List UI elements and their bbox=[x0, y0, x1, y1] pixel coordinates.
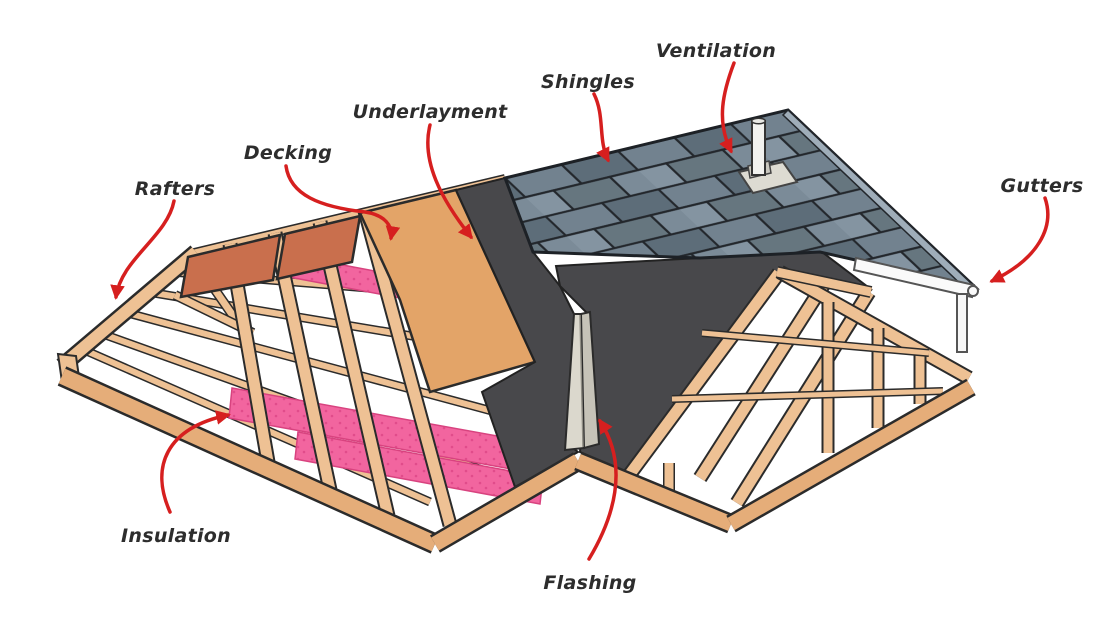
arrow-gutters bbox=[989, 196, 1050, 283]
rafters-framing bbox=[56, 174, 506, 527]
arrow-shingles bbox=[592, 92, 610, 163]
arrow-insulation bbox=[160, 410, 231, 514]
label-rafters: Rafters bbox=[134, 178, 216, 200]
vent-pipe bbox=[747, 117, 772, 179]
label-ventilation: Ventilation bbox=[655, 40, 777, 62]
arrow-underlayment bbox=[426, 123, 473, 240]
decking-panel bbox=[358, 188, 537, 394]
label-flashing: Flashing bbox=[543, 572, 637, 594]
annotation-arrows bbox=[110, 61, 1050, 561]
arrow-ventilation bbox=[719, 61, 736, 154]
label-shingles: Shingles bbox=[541, 71, 635, 93]
eave-fascia bbox=[57, 366, 976, 554]
arrow-rafters bbox=[110, 199, 176, 300]
label-gutters: Gutters bbox=[1000, 175, 1084, 197]
arrow-decking bbox=[284, 164, 401, 241]
flashing-strip bbox=[563, 310, 601, 452]
gutter bbox=[852, 256, 979, 299]
label-underlayment: Underlayment bbox=[352, 101, 508, 123]
arrow-flashing bbox=[587, 418, 618, 561]
ridge-decking-boards bbox=[179, 214, 362, 299]
downspout bbox=[956, 293, 968, 353]
truss-framing bbox=[620, 265, 973, 507]
label-insulation: Insulation bbox=[121, 525, 231, 547]
label-decking: Decking bbox=[243, 142, 333, 164]
shingles-layer bbox=[502, 108, 980, 294]
